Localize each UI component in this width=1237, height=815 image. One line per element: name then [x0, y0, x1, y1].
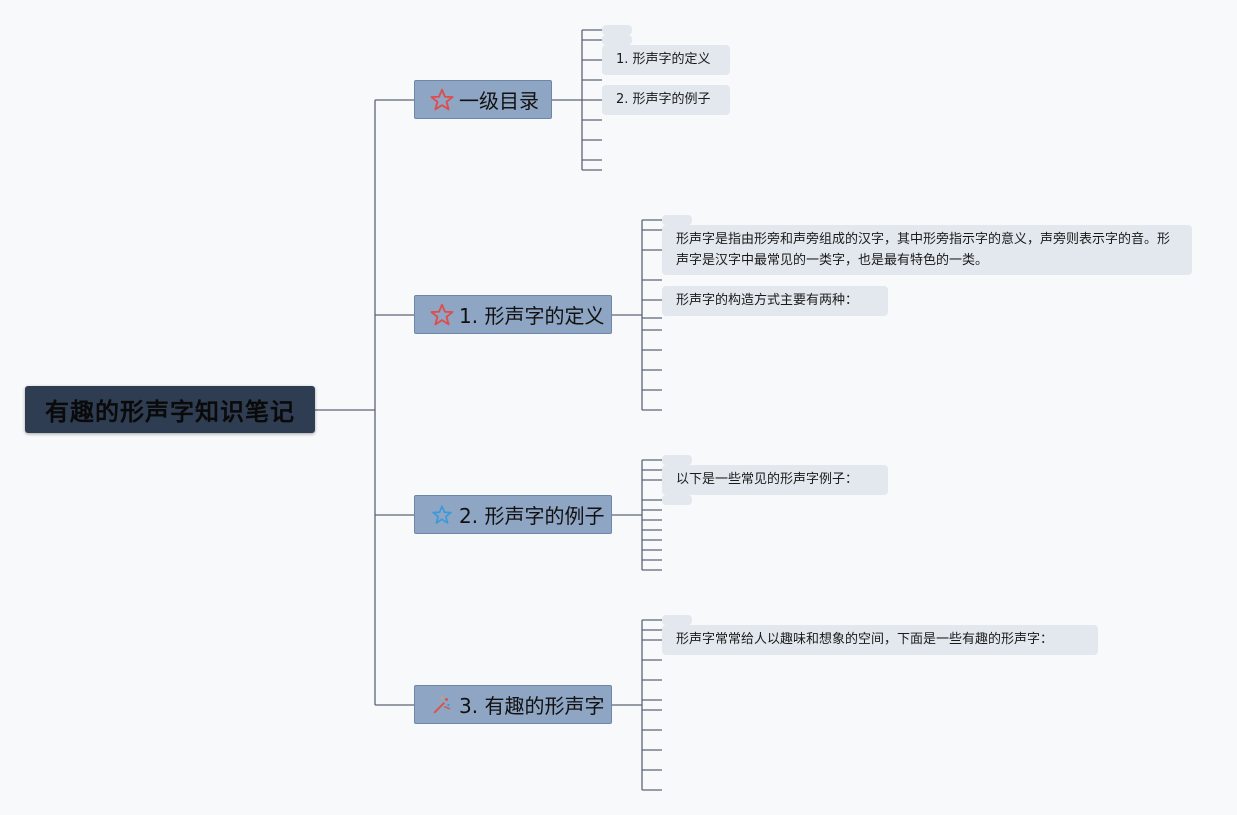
root-title: 有趣的形声字知识笔记	[45, 398, 295, 426]
empty-subtopic[interactable]	[662, 615, 692, 625]
party-popper-icon	[427, 690, 457, 720]
branch-toc[interactable]: 一级目录	[414, 80, 552, 119]
branch-label: 1. 形声字的定义	[459, 304, 605, 328]
branch-examples[interactable]: 2. 形声字的例子	[414, 495, 612, 534]
branch-label: 2. 形声字的例子	[459, 504, 605, 528]
subtopic-label: 以下是一些常见的形声字例子：	[676, 472, 859, 487]
construction-methods-text[interactable]: 形声字的构造方式主要有两种：	[662, 286, 888, 316]
empty-subtopic[interactable]	[602, 25, 632, 35]
empty-subtopic[interactable]	[662, 495, 692, 505]
subtopic-examples-link[interactable]: 2. 形声字的例子	[602, 85, 730, 115]
red-star-outline-icon	[427, 85, 457, 115]
interesting-intro-text[interactable]: 形声字常常给人以趣味和想象的空间，下面是一些有趣的形声字：	[662, 625, 1098, 655]
empty-subtopic[interactable]	[602, 35, 632, 45]
branch-interesting[interactable]: 3. 有趣的形声字	[414, 685, 612, 724]
blue-star-outline-icon	[427, 500, 457, 530]
branch-label: 一级目录	[459, 89, 539, 113]
subtopic-definition-link[interactable]: 1. 形声字的定义	[602, 45, 730, 75]
branch-definition[interactable]: 1. 形声字的定义	[414, 295, 612, 334]
definition-text[interactable]: 形声字是指由形旁和声旁组成的汉字，其中形旁指示字的意义，声旁则表示字的音。形声字…	[662, 225, 1192, 275]
examples-intro-text[interactable]: 以下是一些常见的形声字例子：	[662, 465, 888, 495]
subtopic-label: 形声字的构造方式主要有两种：	[676, 293, 859, 308]
subtopic-label: 形声字常常给人以趣味和想象的空间，下面是一些有趣的形声字：	[676, 632, 1054, 647]
subtopic-label: 2. 形声字的例子	[616, 92, 711, 107]
empty-subtopic[interactable]	[662, 455, 692, 465]
root-topic[interactable]: 有趣的形声字知识笔记	[25, 386, 315, 433]
subtopic-label: 形声字是指由形旁和声旁组成的汉字，其中形旁指示字的意义，声旁则表示字的音。形声字…	[676, 232, 1171, 268]
subtopic-label: 1. 形声字的定义	[616, 52, 711, 67]
branch-label: 3. 有趣的形声字	[459, 694, 605, 718]
red-star-outline-icon	[427, 300, 457, 330]
empty-subtopic[interactable]	[662, 215, 692, 225]
